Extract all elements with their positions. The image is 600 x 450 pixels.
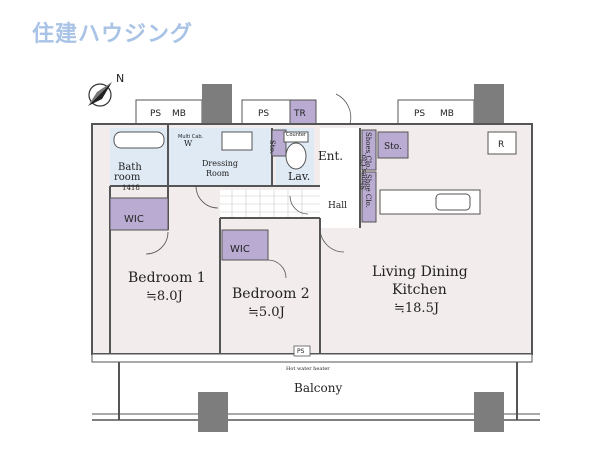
w-label: W — [184, 139, 193, 148]
bedroom-1-size: ≒8.0J — [146, 289, 183, 304]
ps-label-4: PS — [297, 348, 305, 355]
ent-label: Ent. — [318, 149, 343, 163]
shoes-clo-label-1: Shoes Clo. — [364, 132, 372, 169]
north-compass-icon: N — [88, 72, 124, 107]
bath-room-label: room — [114, 172, 141, 183]
balcony-label: Balcony — [294, 381, 342, 395]
mb-label-2: MB — [440, 109, 454, 119]
ldk-label-1: Living Dining — [372, 264, 468, 280]
bedroom-1-label: Bedroom 1 — [128, 270, 206, 286]
wic-label-2: WIC — [230, 244, 250, 255]
shoes-clo-label-2: Shoes Clo. — [360, 153, 368, 190]
bedroom-2-label: Bedroom 2 — [232, 286, 310, 302]
sto-label-1: Sto. — [268, 140, 276, 154]
multi-cab-label: Multi Cab. — [178, 134, 204, 140]
wic-label-1: WIC — [124, 214, 144, 225]
counter-label: Counter — [286, 132, 307, 138]
ps-label-1: PS — [150, 109, 161, 119]
hot-water-label: Hot water heater — [286, 366, 330, 372]
shoe-clo-label: Shoe Clo. — [364, 174, 372, 208]
hall-label: Hall — [328, 201, 347, 211]
compass-label: N — [116, 72, 124, 85]
bath-label: Bath — [118, 162, 142, 173]
dressing-room-label: Room — [206, 169, 230, 178]
ps-label-3: PS — [414, 109, 425, 119]
ldk-size: ≒18.5J — [394, 301, 439, 316]
dressing-label: Dressing — [202, 159, 238, 168]
bedroom-2-size: ≒5.0J — [248, 305, 285, 320]
brand-logo-text: 住建ハウジング — [32, 22, 194, 47]
lav-label: Lav. — [288, 170, 310, 183]
r-label: R — [498, 140, 504, 150]
bath-size-label: 1418 — [122, 184, 140, 192]
ldk-label-2: Kitchen — [392, 282, 447, 298]
sto-label-2: Sto. — [384, 142, 402, 152]
ps-label-2: PS — [258, 109, 269, 119]
tr-label: TR — [293, 109, 306, 119]
mb-label-1: MB — [172, 109, 186, 119]
